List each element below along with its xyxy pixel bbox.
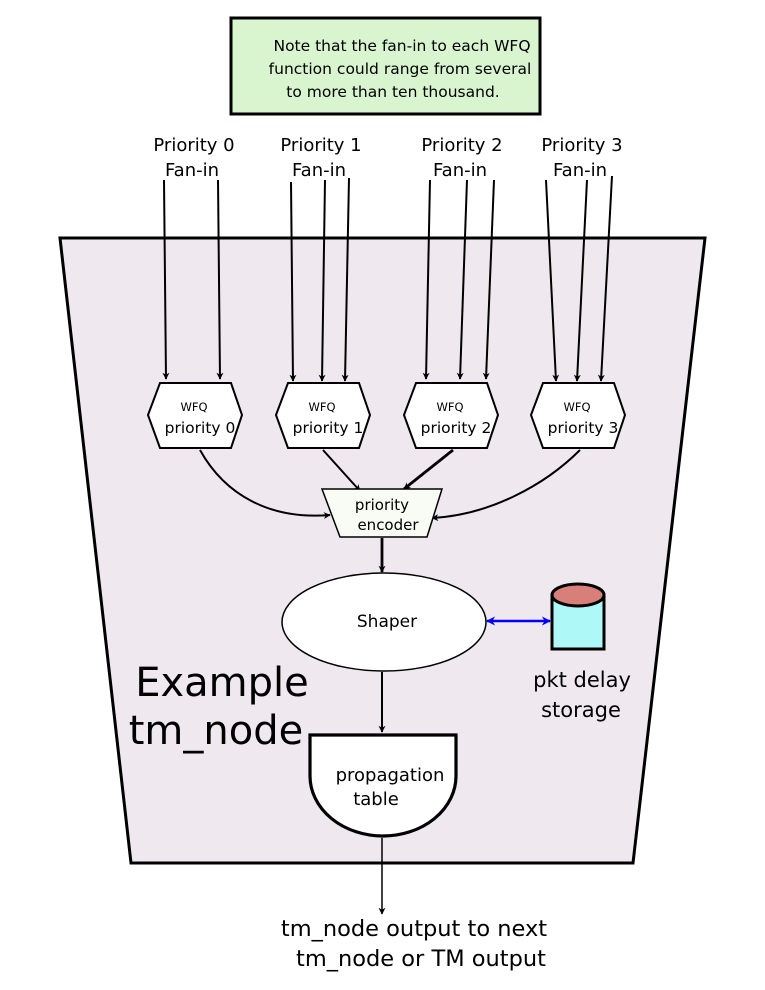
wfq-1-label: WFQ bbox=[308, 400, 335, 414]
output-label: tm_node output to next tm_node or TM out… bbox=[281, 916, 547, 972]
fanin-2-line-1: Priority 2 bbox=[421, 135, 502, 156]
fanin-3-arrow-b bbox=[573, 179, 588, 382]
wfq-2-to-encoder-arrow bbox=[403, 448, 454, 491]
pkt-delay-storage: pkt delay storage bbox=[533, 582, 631, 722]
storage-line-1: pkt delay bbox=[533, 668, 631, 692]
wfq-to-encoder-arrows bbox=[199, 448, 581, 522]
wfq-hexagon bbox=[146, 382, 244, 449]
fanin-1-line-1: Priority 1 bbox=[280, 135, 361, 156]
fanin-0-arrow-b bbox=[216, 179, 224, 380]
priority-encoder-shape bbox=[320, 488, 444, 538]
wfq-3-to-encoder-arrow bbox=[431, 449, 581, 522]
storage-line-2: storage bbox=[541, 698, 621, 722]
output-line-1: tm_node output to next bbox=[281, 916, 547, 942]
fanin-1-arrow-a bbox=[289, 181, 297, 382]
fanin-2-arrow-c bbox=[482, 179, 495, 380]
wfq-1-priority: priority 1 bbox=[293, 419, 364, 437]
fanin-1-arrow-c bbox=[341, 177, 350, 382]
fanin-2-arrow-a bbox=[422, 179, 431, 380]
wfq-block-3: WFQ priority 3 bbox=[529, 382, 627, 449]
propagation-table-shape bbox=[308, 733, 458, 838]
storage-cylinder-top bbox=[550, 582, 606, 608]
wfq-2-priority: priority 2 bbox=[421, 419, 492, 437]
note-line-3: to more than ten thousand. bbox=[286, 83, 499, 101]
wfq-hexagon bbox=[274, 382, 372, 449]
note-box-background bbox=[229, 16, 542, 116]
fanin-0-line-1: Priority 0 bbox=[153, 135, 234, 156]
wfq-block-0: WFQ priority 0 bbox=[146, 382, 244, 449]
fanin-2-arrow-b bbox=[456, 179, 468, 380]
note-line-2: function could range from several bbox=[269, 60, 532, 78]
wfq-0-label: WFQ bbox=[180, 400, 207, 414]
propagation-line-1: propagation bbox=[336, 765, 445, 786]
output-line-2: tm_node or TM output bbox=[296, 946, 546, 972]
node-title: Example tm_node bbox=[129, 660, 309, 754]
node-title-line-2: tm_node bbox=[129, 708, 303, 754]
propagation-table: propagation table bbox=[308, 733, 458, 838]
wfq-2-label: WFQ bbox=[436, 400, 463, 414]
wfq-3-label: WFQ bbox=[563, 400, 590, 414]
fanin-1-arrow-b bbox=[318, 179, 326, 382]
wfq-hexagon bbox=[402, 382, 500, 449]
shaper-label: Shaper bbox=[357, 612, 417, 632]
priority-encoder-line-2: encoder bbox=[357, 516, 419, 534]
priority-encoder: priority encoder bbox=[320, 488, 444, 538]
fanin-1-line-2: Fan-in bbox=[292, 160, 346, 181]
wfq-0-to-encoder-arrow bbox=[199, 449, 331, 520]
wfq-3-priority: priority 3 bbox=[548, 419, 619, 437]
wfq-hexagon bbox=[529, 382, 627, 449]
fanin-3-arrow-c bbox=[597, 175, 613, 382]
wfq-1-to-encoder-arrow bbox=[322, 449, 361, 492]
shaper-ellipse bbox=[281, 572, 487, 672]
priority-encoder-line-1: priority bbox=[355, 496, 409, 514]
fanin-arrows bbox=[162, 175, 613, 382]
note-line-1: Note that the fan-in to each WFQ bbox=[273, 37, 530, 55]
wfq-block-1: WFQ priority 1 bbox=[274, 382, 372, 449]
node-title-line-1: Example bbox=[135, 660, 309, 706]
fanin-labels: Priority 0 Fan-in Priority 1 Fan-in Prio… bbox=[153, 135, 622, 181]
shaper: Shaper bbox=[281, 572, 487, 672]
wfq-0-priority: priority 0 bbox=[165, 419, 236, 437]
fanin-3-line-1: Priority 3 bbox=[541, 135, 622, 156]
fanin-0-arrow-a bbox=[162, 179, 170, 380]
fanin-3-line-2: Fan-in bbox=[553, 160, 607, 181]
fanin-2-line-2: Fan-in bbox=[433, 160, 487, 181]
wfq-block-2: WFQ priority 2 bbox=[402, 382, 500, 449]
fanin-0-line-2: Fan-in bbox=[165, 160, 219, 181]
note-box: Note that the fan-in to each WFQ functio… bbox=[229, 16, 542, 116]
propagation-line-2: table bbox=[353, 789, 399, 810]
fanin-3-arrow-a bbox=[545, 179, 560, 382]
